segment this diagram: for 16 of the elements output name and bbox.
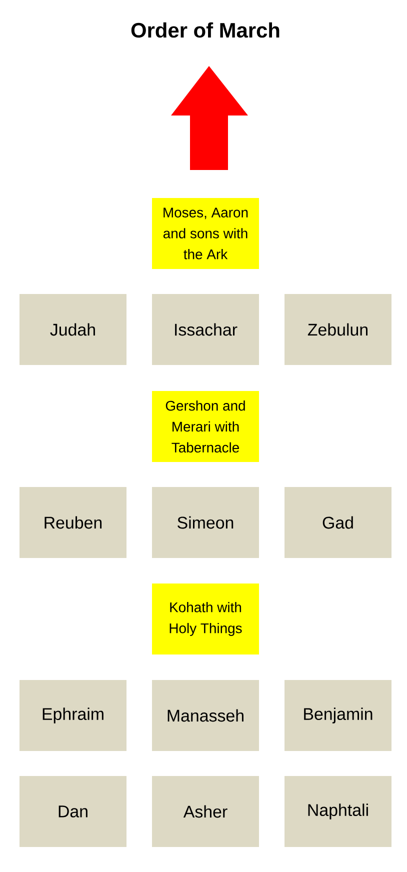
tribe-box: Simeon (152, 487, 259, 558)
tribe-box: Manasseh (152, 680, 259, 751)
tribe-box: Zebulun (284, 294, 392, 365)
tribe-box: Asher (152, 776, 259, 847)
tribe-box: Benjamin (284, 680, 392, 751)
tribe-box: Gad (284, 487, 392, 558)
group-box: Kohath with Holy Things (152, 584, 259, 654)
group-box: Moses, Aaron and sons with the Ark (152, 198, 259, 269)
group-box: Gershon and Merari with Tabernacle (152, 391, 259, 462)
tribe-box: Naphtali (284, 776, 392, 847)
tribe-box: Ephraim (20, 680, 126, 751)
tribe-box: Reuben (20, 487, 126, 558)
tribe-box: Dan (20, 776, 126, 847)
tribe-box: Issachar (152, 294, 259, 365)
title: Order of March (131, 22, 280, 38)
tribe-box: Judah (20, 294, 126, 365)
